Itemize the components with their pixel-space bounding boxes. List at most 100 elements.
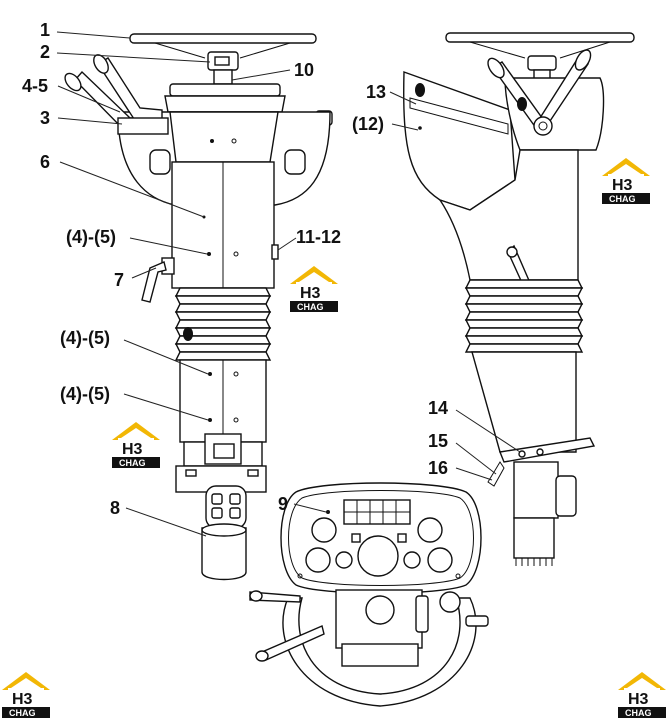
callout-15: 15 xyxy=(428,431,448,451)
callout-4-5-middle: (4)-(5) xyxy=(60,328,110,348)
gauge-mid-right xyxy=(403,551,421,569)
bolt-head xyxy=(210,139,214,143)
bracket-strap xyxy=(487,461,505,487)
stalk-lower-tip xyxy=(255,650,269,662)
upper-column-head xyxy=(169,111,279,163)
shaft-top xyxy=(213,69,233,85)
hub-side xyxy=(527,55,557,71)
callout-10: 10 xyxy=(294,60,314,80)
callout-13: 13 xyxy=(366,82,386,102)
tilt-lock-lever xyxy=(141,261,167,303)
logo-sub: CHAG xyxy=(297,302,324,312)
right-side-view xyxy=(403,32,635,566)
steering-wheel-side xyxy=(445,32,635,43)
lower-bolt xyxy=(233,371,239,377)
callout-2: 2 xyxy=(40,42,50,62)
callout-1: 1 xyxy=(40,20,50,40)
bellows-boot xyxy=(174,287,272,361)
logo-mark: H3 xyxy=(122,441,143,458)
flange-hole-right xyxy=(247,469,259,477)
cowl-bolt xyxy=(418,126,422,130)
logo-roof xyxy=(602,158,650,176)
hub-cap xyxy=(214,56,230,66)
bracket-bolt xyxy=(536,448,544,456)
watermark-logo-bottom-right: H3 CHAG xyxy=(618,672,666,718)
warning-light-grid xyxy=(344,500,410,524)
gauge-left-top xyxy=(311,517,337,543)
callout-9: 9 xyxy=(278,494,288,514)
watermark-logo-top-right: H3 CHAG xyxy=(602,158,650,204)
logo-mark: H3 xyxy=(300,285,321,302)
steering-wheel xyxy=(129,33,317,44)
indicator-right xyxy=(397,533,407,543)
callout-11-12: 11-12 xyxy=(296,227,341,247)
hub-center xyxy=(365,595,395,625)
cylinder-top xyxy=(201,523,247,537)
watermark-logo-bottom-left: H3 CHAG xyxy=(2,672,50,718)
pivot-hub-inner xyxy=(538,121,548,131)
dash-screw xyxy=(326,510,330,514)
port xyxy=(211,507,223,519)
dash-screw xyxy=(297,573,303,579)
gauge-left xyxy=(305,547,331,573)
right-lever xyxy=(415,595,429,633)
top-cover-plate xyxy=(169,83,281,97)
logo-mark: H3 xyxy=(628,691,649,708)
lower-bolt xyxy=(208,372,212,376)
gauge-right-top xyxy=(417,517,443,543)
logo-sub: CHAG xyxy=(9,708,36,718)
lever-bracket xyxy=(117,117,169,135)
bellows-marker xyxy=(183,327,193,341)
gauge-mid-left xyxy=(335,551,353,569)
right-knob xyxy=(439,591,461,613)
column-bolt xyxy=(233,251,239,257)
port xyxy=(211,493,223,505)
side-unit-block xyxy=(513,461,559,519)
logo-sub: CHAG xyxy=(625,708,652,718)
callout-8: 8 xyxy=(110,498,120,518)
callout-14: 14 xyxy=(428,398,448,418)
callout-12-paren: (12) xyxy=(352,114,384,134)
logo-mark: H3 xyxy=(12,691,33,708)
callout-16: 16 xyxy=(428,458,448,478)
dash-screw xyxy=(455,573,461,579)
joint-core xyxy=(213,443,235,459)
logo-mark: H3 xyxy=(612,177,633,194)
side-unit-port xyxy=(555,475,577,517)
left-assembly-view xyxy=(64,33,333,581)
lever-knob-side-left xyxy=(487,57,505,79)
callout-4-5-lower: (4)-(5) xyxy=(60,384,110,404)
top-cover-body xyxy=(164,95,286,113)
lower-bolt xyxy=(208,418,212,422)
callout-4-5-upper: (4)-(5) xyxy=(66,227,116,247)
lever-knob-side-right xyxy=(574,49,592,71)
bolt-head xyxy=(231,138,237,144)
tilt-pivot xyxy=(506,246,518,258)
steering-wheel-top xyxy=(282,597,477,707)
orbitrol-block xyxy=(205,485,247,529)
watermark-logo-center: H3 CHAG xyxy=(290,266,338,312)
logo-sub: CHAG xyxy=(119,458,146,468)
cowl-marker xyxy=(415,83,425,97)
wheel-spokes xyxy=(154,42,291,59)
lever-marker xyxy=(517,97,527,111)
gauge-center xyxy=(357,535,399,577)
port xyxy=(229,507,241,519)
callout-6: 6 xyxy=(40,152,50,172)
side-column-lower xyxy=(471,351,577,453)
hub-plate xyxy=(341,643,419,667)
gauge-right xyxy=(427,547,453,573)
dash-inner-shell xyxy=(288,490,474,586)
stalk-left-tip xyxy=(249,590,263,602)
logo-sub: CHAG xyxy=(609,194,636,204)
lever-knob-left xyxy=(64,72,82,92)
callout-labels: 1 2 4-5 3 10 6 (4)-(5) 11-12 7 (4)-(5) (… xyxy=(22,20,448,518)
cowl-edge xyxy=(409,97,509,135)
logo-band xyxy=(602,193,650,204)
housing-lug-right xyxy=(284,149,306,175)
bracket-bolt xyxy=(518,450,526,458)
housing-lug-left xyxy=(149,149,171,175)
callout-4-5: 4-5 xyxy=(22,76,48,96)
flange-hole-left xyxy=(185,469,197,477)
pivot-hub xyxy=(533,116,553,136)
